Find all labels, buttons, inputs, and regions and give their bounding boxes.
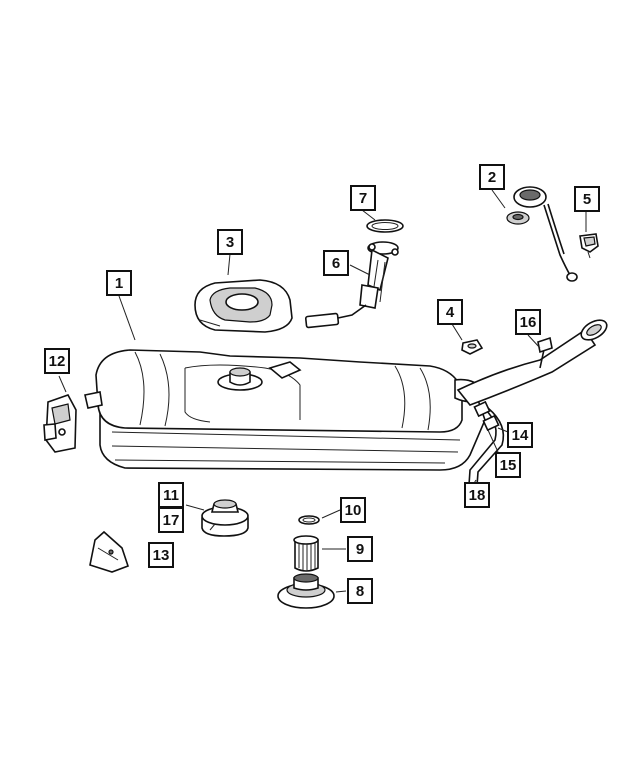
callout-6[interactable]: 6 [323, 250, 349, 276]
lock-ring[interactable] [201, 499, 249, 537]
callout-9[interactable]: 9 [347, 536, 373, 562]
callout-1[interactable]: 1 [106, 270, 132, 296]
callout-15[interactable]: 15 [495, 452, 521, 478]
callout-2[interactable]: 2 [479, 164, 505, 190]
callout-14[interactable]: 14 [507, 422, 533, 448]
callout-3[interactable]: 3 [217, 229, 243, 255]
filler-tube[interactable] [456, 316, 610, 507]
push-pin-fastener[interactable] [579, 233, 599, 259]
callout-10[interactable]: 10 [340, 497, 366, 523]
callout-12[interactable]: 12 [44, 348, 70, 374]
sending-unit-base[interactable] [277, 573, 335, 609]
callout-5[interactable]: 5 [574, 186, 600, 212]
callout-7[interactable]: 7 [350, 185, 376, 211]
support-bracket[interactable] [89, 530, 130, 573]
pump-gasket[interactable] [366, 219, 404, 233]
callout-18[interactable]: 18 [464, 482, 490, 508]
heat-shield[interactable] [194, 279, 293, 333]
callout-16[interactable]: 16 [515, 309, 541, 335]
o-ring[interactable] [298, 515, 320, 525]
fuel-pump-module[interactable] [304, 241, 399, 329]
callout-11[interactable]: 11 [158, 482, 184, 508]
callout-17[interactable]: 17 [158, 507, 184, 533]
tank-bracket[interactable] [43, 394, 77, 453]
fuel-cap[interactable] [506, 186, 578, 282]
fuel-filter[interactable] [293, 535, 319, 572]
callout-8[interactable]: 8 [347, 578, 373, 604]
callout-13[interactable]: 13 [148, 542, 174, 568]
nut[interactable] [461, 339, 484, 355]
fuel-tank[interactable] [84, 349, 486, 471]
callout-4[interactable]: 4 [437, 299, 463, 325]
leader-lines [58, 189, 587, 593]
